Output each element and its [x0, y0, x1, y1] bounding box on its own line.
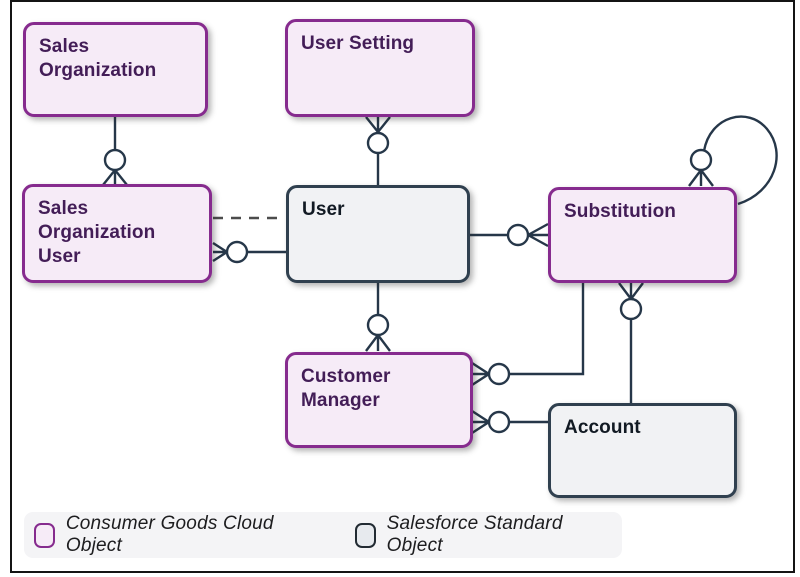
entity-label: Sales Organization	[39, 36, 157, 81]
rel-user-to-sales-organization-user	[212, 240, 286, 264]
rel-account-to-substitution	[618, 282, 644, 403]
legend-label: Salesforce Standard Object	[386, 513, 563, 556]
entity-label: User Setting	[301, 33, 415, 54]
entity-label: User	[302, 199, 345, 220]
legend-label: Consumer Goods Cloud Object	[65, 513, 274, 556]
entity-label: Account	[564, 417, 641, 438]
entity-label: Sales Organization User	[38, 198, 156, 267]
entity-box-account: Account	[548, 403, 737, 498]
rel-substitution-to-customer-manager	[471, 283, 585, 387]
entity-box-sales-organization-user: Sales Organization User	[22, 184, 212, 283]
entity-box-sales-organization: Sales Organization	[23, 22, 208, 117]
legend-swatch-standard-object	[354, 522, 376, 548]
legend-swatch-consumer-goods	[34, 522, 55, 548]
rel-user-to-substitution	[470, 222, 549, 248]
rel-substitution-self-loop	[688, 115, 778, 206]
entity-box-user: User	[286, 185, 470, 283]
rel-account-to-customer-manager	[471, 409, 548, 435]
rel-user-to-user-setting	[365, 116, 391, 185]
entity-label: Substitution	[564, 201, 677, 222]
legend-item-standard-object: Salesforce Standard Object	[354, 513, 622, 557]
rel-user-to-customer-manager	[365, 283, 391, 352]
entity-box-user-setting: User Setting	[285, 19, 475, 117]
entity-box-customer-manager: Customer Manager	[285, 352, 473, 448]
legend: Consumer Goods Cloud Object Salesforce S…	[24, 512, 622, 558]
legend-item-consumer-goods: Consumer Goods Cloud Object	[34, 513, 333, 557]
entity-label: Customer Manager	[301, 366, 391, 411]
rel-sales-organization-to-sales-organization-user	[102, 117, 128, 186]
entity-box-substitution: Substitution	[548, 187, 737, 283]
